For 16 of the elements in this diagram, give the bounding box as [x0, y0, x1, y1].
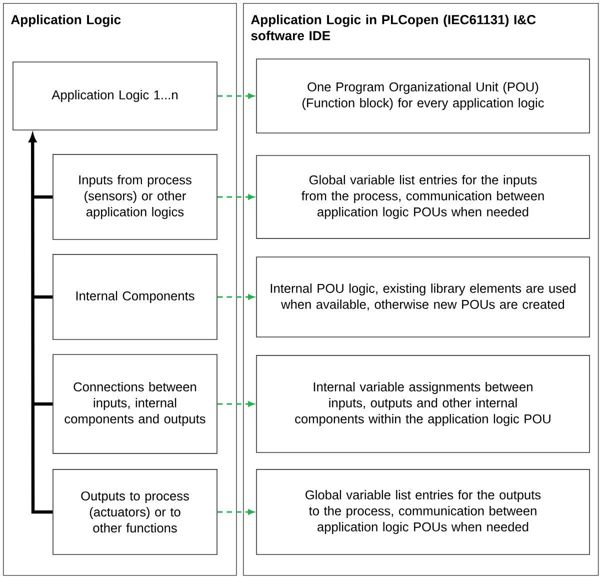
text-box: Outputs to process (actuators) or to other functions: [52, 469, 218, 555]
text-box: Global variable list entries for the outputs to the process, communication between application logic POUs when needed: [256, 469, 590, 555]
text-box: Global variable list entries for the inputs from the process, communication between application logic POUs when needed: [256, 155, 590, 239]
arrow: [28, 134, 54, 514]
text-box: Internal Components: [52, 254, 218, 340]
text-box: Inputs from process (sensors) or other application logics: [52, 154, 218, 240]
arrow: [217, 509, 254, 515]
arrow: [217, 401, 254, 407]
text-box: One Program Organizational Unit (POU) (Function block) for every application logic: [256, 58, 590, 134]
text-box: Internal variable assignments between inputs, outputs and other internal components within the application logic POU: [256, 355, 590, 453]
text-box: Connections between inputs, internal components and outputs: [52, 354, 218, 454]
text-box: Internal POU logic, existing library elements are used when available, otherwise new POUs are created: [256, 256, 590, 338]
arrow: [217, 194, 254, 200]
arrow: [217, 294, 254, 300]
text-box: Application Logic 1...n: [12, 62, 218, 130]
arrow: [217, 93, 254, 99]
